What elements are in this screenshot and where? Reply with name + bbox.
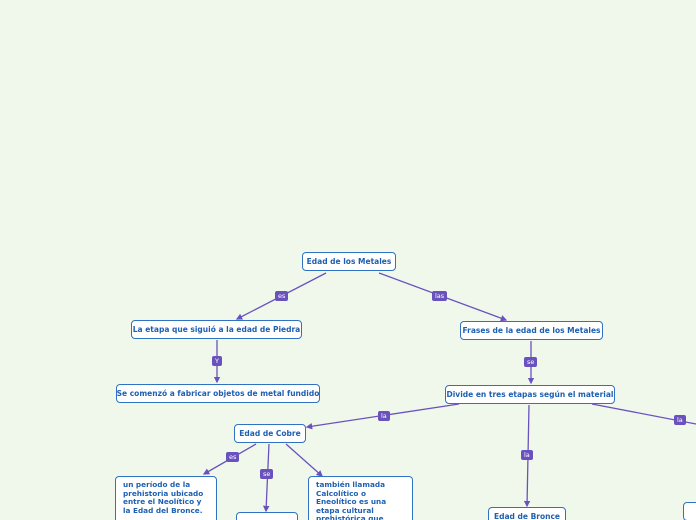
link-label-las[interactable]: las — [432, 291, 448, 301]
node-edad-de-los-metales[interactable]: Edad de los Metales — [302, 252, 396, 271]
node-calcolitico[interactable]: también llamada Calcolítico o Eneolítico… — [308, 476, 413, 520]
node-fabricar-objetos-metal[interactable]: Se comenzó a fabricar objetos de metal f… — [116, 384, 320, 403]
node-divide-tres-etapas[interactable]: Divide en tres etapas según el material — [445, 385, 615, 404]
node-frases-edad-metales[interactable]: Frases de la edad de los Metales — [460, 321, 603, 340]
node-edad-de-bronce[interactable]: Edad de Bronce — [488, 507, 566, 520]
link-cobre-calcolitico — [285, 443, 323, 477]
link-label-la-cobre[interactable]: la — [378, 411, 390, 421]
node-periodo-prehistoria[interactable]: un período de la prehistoria ubicado ent… — [115, 476, 217, 520]
link-label-la-hierro[interactable]: la — [674, 415, 686, 425]
link-label-se-cobre[interactable]: se — [260, 469, 274, 479]
link-label-es-periodo[interactable]: es — [226, 452, 240, 462]
link-label-es[interactable]: es — [275, 291, 289, 301]
node-child-se[interactable] — [236, 512, 298, 520]
node-etapa-edad-de-piedra[interactable]: La etapa que siguió a la edad de Piedra — [131, 320, 302, 339]
node-edad-de-hierro-partial[interactable] — [683, 502, 696, 520]
link-label-se[interactable]: se — [524, 357, 538, 367]
node-edad-de-cobre[interactable]: Edad de Cobre — [234, 424, 306, 443]
link-label-la-bronce[interactable]: la — [521, 450, 533, 460]
link-label-y[interactable]: Y — [212, 356, 222, 366]
